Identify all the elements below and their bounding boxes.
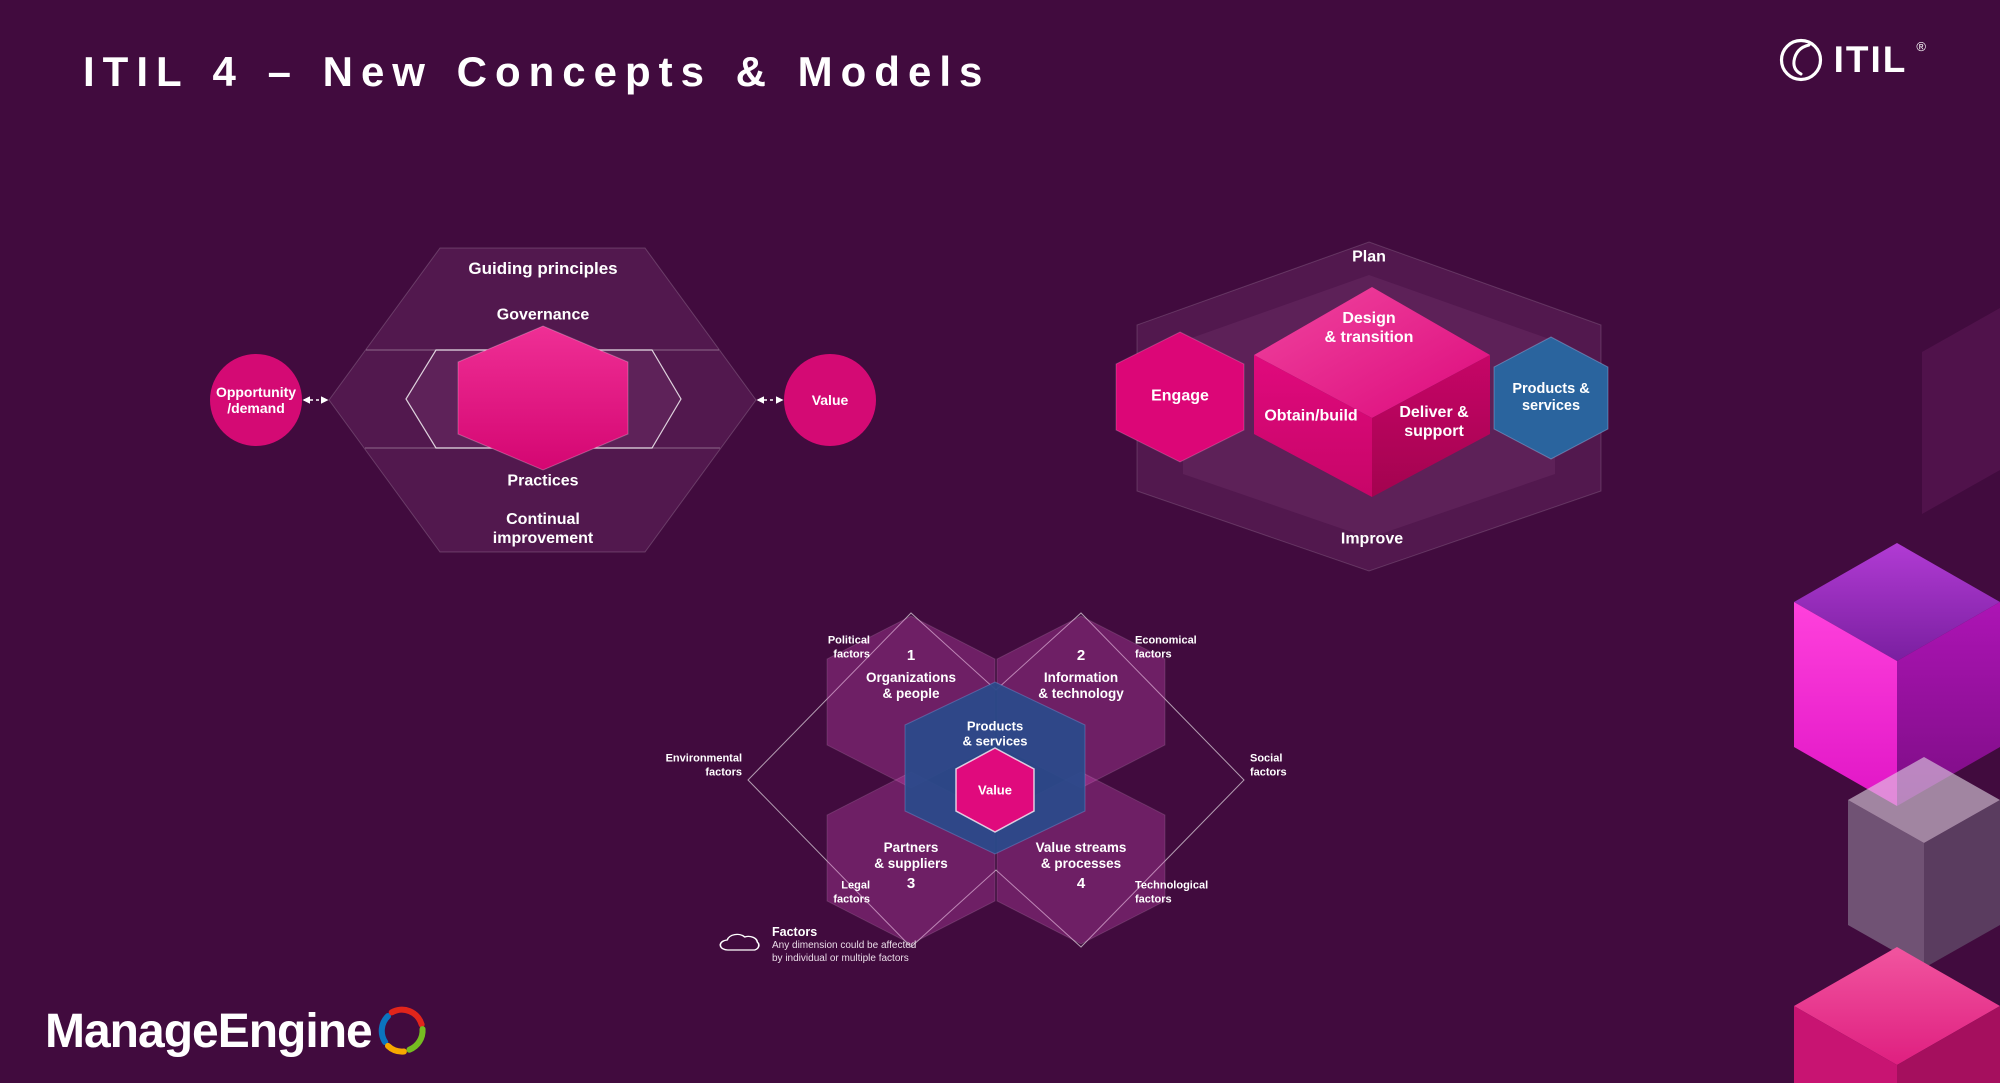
plan-label: Plan [1352, 248, 1386, 266]
cloud-icon [719, 933, 760, 951]
itil-registered-mark: ® [1916, 39, 1926, 54]
factors-legend-line2: by individual or multiple factors [772, 953, 909, 964]
value-chain-shapes [1115, 241, 1609, 572]
svs-center-hexagon [457, 325, 629, 471]
improve-label: Improve [1340, 530, 1404, 548]
cube-left-face [1794, 602, 1897, 806]
value-chain-cube-right-face [1372, 355, 1490, 497]
gray-cube-right-face [1924, 800, 2000, 968]
dimension-4-label: Value streams & processes [1035, 840, 1127, 871]
page-title: ITIL 4 – New Concepts & Models [83, 48, 991, 96]
bottom-cube-right-face [1897, 1006, 2000, 1083]
design-transition-label: Design & transition [1324, 310, 1414, 346]
service-value-chain-diagram: Plan Design & transition Obtain/build De… [1100, 236, 1640, 586]
dimension-1-number: 1 [906, 647, 916, 665]
products-services-label: Products & services [1512, 380, 1590, 414]
manageengine-logo: ManageEngine [45, 1003, 430, 1059]
factors-legend-title: Factors [772, 925, 818, 939]
value-node-label: Value [811, 391, 849, 408]
cube-right-face [1897, 602, 2000, 806]
itil-logo-text: ITIL [1833, 39, 1908, 80]
value-node: Value [784, 354, 876, 446]
svs-shapes [302, 247, 784, 553]
legal-factors-label: Legal factors [833, 879, 870, 906]
engage-label: Engage [1151, 387, 1209, 405]
gray-cube-left-face [1848, 800, 1924, 968]
obtain-build-label: Obtain/build [1264, 407, 1358, 425]
technological-factors-label: Technological factors [1135, 879, 1209, 906]
svs-practices-label: Practices [507, 472, 579, 490]
itil-logo: ITIL ® [1777, 36, 1926, 84]
factors-legend: Factors Any dimension could be affected … [772, 925, 916, 965]
dimensions-outline [747, 612, 1245, 948]
svs-guiding-principles-label: Guiding principles [468, 258, 618, 278]
deliver-support-label: Deliver & support [1399, 404, 1469, 440]
four-dimensions-diagram: 1 Organizations & people 2 Information &… [630, 610, 1310, 970]
multicolor-swirl-icon [378, 1006, 426, 1055]
svs-continual-improvement-label: Continual improvement [492, 511, 594, 547]
decorative-cubes [1794, 308, 2000, 1083]
environmental-factors-label: Environmental factors [665, 752, 742, 779]
products-services-hexagon [1493, 336, 1609, 460]
dimension-2-number: 2 [1076, 647, 1086, 665]
manageengine-logo-text: ManageEngine [45, 1004, 373, 1058]
dimension-3-label: Partners & suppliers [874, 840, 948, 871]
service-value-system-diagram: Guiding principles Governance Practices … [200, 242, 900, 602]
social-factors-label: Social factors [1250, 752, 1287, 779]
engage-hexagon [1115, 331, 1245, 463]
opportunity-demand-node: Opportunity /demand [210, 354, 302, 446]
bottom-cube-left-face [1794, 1006, 1897, 1083]
svs-governance-label: Governance [496, 306, 590, 324]
dimensions-value-label: Value [978, 782, 1012, 798]
dimension-2-label: Information & technology [1038, 670, 1124, 701]
faint-cube-face [1922, 308, 2000, 514]
political-factors-label: Political factors [827, 634, 870, 661]
four-dimensions-shapes [719, 612, 1245, 951]
value-chain-cube-top-face [1254, 287, 1490, 418]
dimensions-products-services-label: Products & services [962, 718, 1028, 749]
dimension-1-label: Organizations & people [865, 670, 957, 701]
value-center-hexagon [955, 747, 1035, 833]
dimension-4-number: 4 [1076, 875, 1086, 893]
economical-factors-label: Economical factors [1135, 634, 1197, 661]
dimension-3-number: 3 [906, 875, 916, 893]
opportunity-demand-label: Opportunity /demand [215, 383, 297, 416]
value-chain-cube-left-face [1254, 355, 1372, 497]
itil-circle-swoosh-icon [1779, 38, 1822, 82]
factors-legend-line1: Any dimension could be affected [772, 940, 917, 951]
